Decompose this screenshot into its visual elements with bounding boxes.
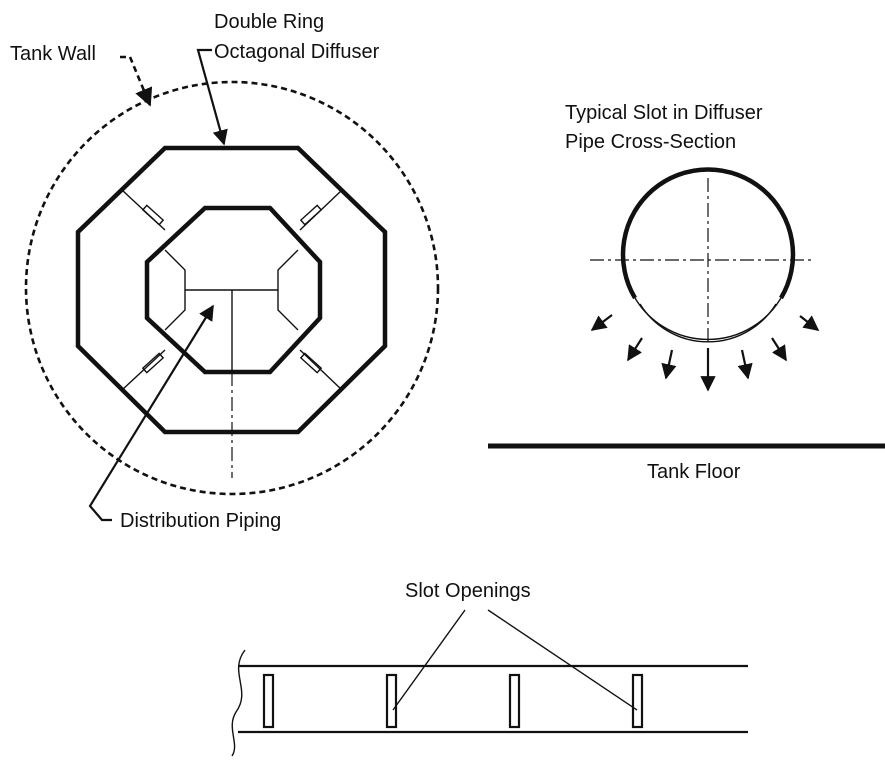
slot-title-line2: Pipe Cross-Section bbox=[565, 131, 736, 153]
pipe-break-left bbox=[231, 649, 246, 757]
distribution-piping-lines bbox=[164, 249, 299, 478]
slot-title-line1: Typical Slot in Diffuser bbox=[565, 102, 763, 124]
slot-opening-4 bbox=[631, 673, 644, 729]
slot-opening-2 bbox=[385, 673, 398, 729]
inner-octagon-ring bbox=[144, 205, 323, 375]
pipe-elevation: Slot Openings bbox=[231, 580, 748, 757]
tank-wall-circle bbox=[24, 80, 440, 496]
slot-leader-1 bbox=[392, 609, 466, 711]
slot-opening-1 bbox=[262, 673, 275, 729]
slot-leader-2 bbox=[487, 609, 638, 711]
diffuser-leader bbox=[196, 48, 228, 146]
tank-floor-label: Tank Floor bbox=[647, 461, 741, 483]
slot-openings-label: Slot Openings bbox=[405, 580, 531, 602]
pipe-wall-arc bbox=[620, 167, 796, 300]
diffuser-label-line1: Double Ring bbox=[214, 11, 324, 33]
diagonal-connectors bbox=[121, 189, 343, 391]
diffuser-label-line2: Octagonal Diffuser bbox=[214, 41, 380, 63]
outer-octagon-ring bbox=[75, 145, 388, 435]
distribution-piping-label: Distribution Piping bbox=[120, 510, 281, 532]
plan-view: Tank Wall Double Ring Octagonal Diffuser… bbox=[10, 11, 440, 532]
pipe-cross-section: Typical Slot in Diffuser Pipe Cross-Sect… bbox=[488, 102, 885, 483]
tank-wall-label: Tank Wall bbox=[10, 43, 96, 65]
slot-opening-3 bbox=[508, 673, 521, 729]
distribution-piping-leader bbox=[88, 304, 214, 522]
discharge-arrows bbox=[590, 314, 820, 392]
tank-wall-leader bbox=[120, 55, 153, 107]
